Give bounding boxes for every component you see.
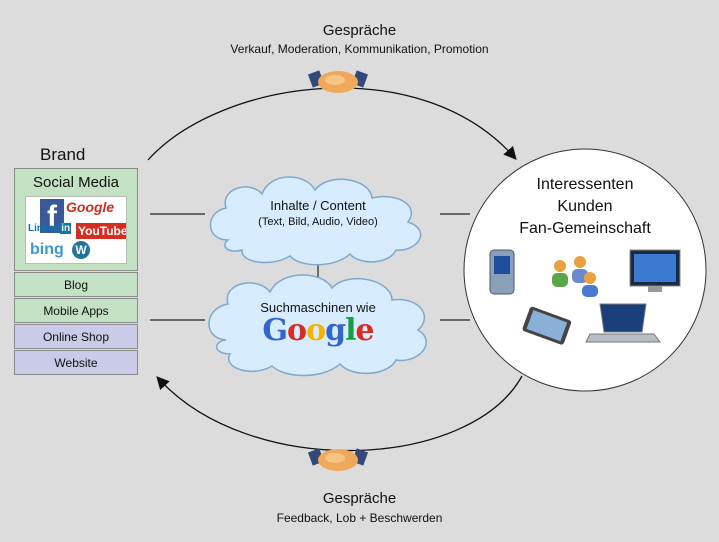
website-box: Website [14,350,138,375]
monitor-icon [629,249,681,292]
social-media-box: Social Media f Google Linkedin YouTube b… [14,168,138,271]
social-logos-image: f Google Linkedin YouTube bing W [25,196,127,264]
brand-label: Brand [40,145,86,164]
bottom-conversation-title: Gespräche [322,490,397,507]
content-cloud-subtitle: (Text, Bild, Audio, Video) [258,216,378,228]
google-letter-g: G [262,313,288,348]
facebook-logo: f [40,199,64,233]
top-conversation-subtitle: Verkauf, Moderation, Kommunikation, Prom… [230,42,489,56]
google-letter-l: l [345,313,356,348]
linkedin-in-badge: in [60,223,72,234]
bottom-arc-arrow [156,375,523,452]
social-media-label: Social Media [33,174,119,191]
google-letter-o1: o [287,313,307,348]
audience-line-interessenten: Interessenten [536,176,634,193]
search-cloud-shape [208,274,427,377]
content-cloud-shape [209,176,422,266]
content-cloud: Inhalte / Content (Text, Bild, Audio, Vi… [218,198,418,228]
wordpress-logo: W [72,241,90,259]
brand-stack: Social Media f Google Linkedin YouTube b… [14,168,138,375]
top-conversation-title: Gespräche [322,22,397,39]
google-logo-large: Google [218,313,418,348]
blog-box: Blog [14,272,138,297]
audience-line-kunden: Kunden [557,198,613,215]
tablet-icon [522,306,572,345]
search-cloud-title: Suchmaschinen wie [260,300,376,315]
youtube-logo: YouTube [76,223,126,239]
bottom-conversation-subtitle: Feedback, Lob + Beschwerden [276,511,443,525]
linkedin-text: Linked [28,223,61,234]
content-cloud-title: Inhalte / Content [270,198,366,213]
google-letter-e: e [355,313,374,348]
audience-line-fan-gemeinschaft: Fan-Gemeinschaft [519,220,651,237]
bing-logo: bing [30,241,64,258]
audience-labels: Interessenten Kunden Fan-Gemeinschaft [485,174,685,240]
linkedin-logo: Linkedin [28,223,72,234]
google-logo: Google [66,199,115,215]
online-shop-box: Online Shop [14,324,138,349]
google-letter-g2: g [325,313,346,348]
handshake-top-icon [307,70,369,93]
mobile-phone-icon [489,249,515,295]
search-cloud: Suchmaschinen wie Google [218,300,418,348]
handshake-bottom-icon [307,448,369,471]
google-letter-o2: o [306,313,326,348]
laptop-icon [585,303,661,343]
mobile-apps-box: Mobile Apps [14,298,138,323]
top-arc-arrow [147,87,517,161]
users-group-icon [552,256,598,297]
